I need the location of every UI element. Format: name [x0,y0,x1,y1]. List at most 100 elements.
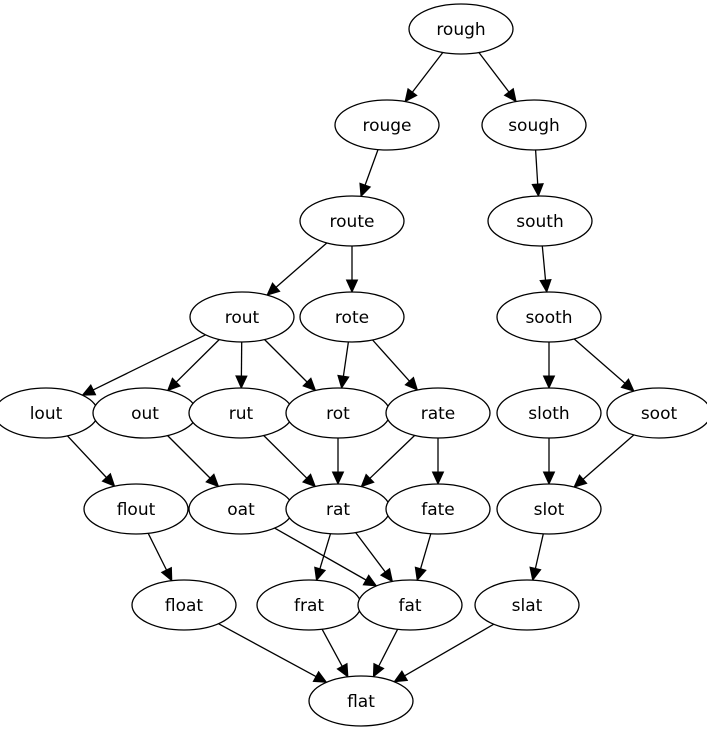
edge-line [378,629,399,667]
node-south: south [487,195,593,247]
edge-sloth-slot [542,438,556,486]
edge-flout-float [147,533,173,582]
edge-float-flat [218,623,328,683]
node-ellipse [481,99,587,151]
node-sooth: sooth [496,291,602,343]
edge-oat-fat [274,527,378,587]
node-label: fate [421,500,455,520]
edge-line [264,339,308,383]
edge-out-oat [167,435,220,488]
edge-slat-flat [393,623,495,683]
node-rough: rough [408,3,514,55]
node-label: rote [335,308,369,328]
node-label: rouge [362,116,411,136]
edge-line [218,623,317,678]
edge-line [263,435,308,479]
node-frat: frat [256,579,362,631]
node-ellipse [357,579,463,631]
node-ellipse [385,483,491,535]
node-flat: flat [308,675,414,727]
edge-rough-rouge [404,52,444,103]
edge-line [321,628,343,667]
node-label: frat [294,596,324,616]
edge-rut-rat [263,435,317,488]
edge-line [274,527,367,581]
node-ellipse [408,3,514,55]
node-out: out [92,387,198,439]
node-ellipse [299,291,405,343]
edge-sough-south [531,149,544,198]
node-ellipse [496,387,602,439]
node-label: rate [421,404,456,424]
node-ellipse [385,387,491,439]
node-label: rot [326,404,350,424]
node-label: rat [326,500,350,520]
node-route: route [299,195,405,247]
edge-rate-fate [431,438,445,486]
node-ellipse [299,195,405,247]
arrowhead [379,567,394,583]
arrowhead [529,566,542,582]
edge-rout-rot [264,339,317,392]
arrowhead [101,472,116,488]
arrowhead [336,662,349,678]
arrowhead [362,574,378,587]
node-ellipse [487,195,593,247]
edge-line [404,623,495,677]
arrowhead [372,662,385,678]
node-ellipse [496,483,602,535]
node-label: south [516,212,563,232]
edge-rot-rat [331,438,345,486]
node-rote: rote [299,291,405,343]
node-sloth: sloth [496,387,602,439]
edge-line [534,533,544,569]
arrowhead [345,279,359,294]
node-label: slat [512,596,543,616]
node-ellipse [83,483,189,535]
edge-route-rout [266,242,328,296]
edge-line [319,533,332,569]
edge-sooth-sloth [542,342,556,390]
edge-soot-slot [573,434,635,488]
node-label: rut [229,404,254,424]
node-rot: rot [285,387,391,439]
edge-rat-frat [314,533,332,582]
node-label: sloth [528,404,569,424]
arrowhead [166,377,182,392]
node-lout: lout [0,387,99,439]
node-ellipse [474,579,580,631]
arrowhead [301,473,317,488]
edge-rouge-route [359,149,379,198]
node-fat: fat [357,579,463,631]
node-soot: soot [606,387,707,439]
edge-line [582,434,635,480]
edge-line [342,341,350,377]
edge-line [411,52,444,93]
node-rout: rout [189,291,295,343]
arrowhead [620,378,635,392]
node-label: flat [347,692,375,712]
node-label: sough [508,116,560,136]
edge-fate-fat [414,533,432,582]
arrowhead [337,374,350,390]
node-label: sooth [525,308,572,328]
node-label: flout [117,500,156,520]
edge-line [92,334,206,391]
arrowhead [404,87,418,103]
node-rate: rate [385,387,491,439]
node-float: float [131,579,237,631]
node-rut: rut [188,387,294,439]
node-flout: flout [83,483,189,535]
arrowhead [539,279,552,294]
edge-rote-rate [372,339,419,391]
edge-rough-sough [478,52,517,103]
edge-lout-flout [66,435,116,488]
edge-line [275,242,328,288]
nodes-layer: rough rouge sough route south rout rote sooth lo… [0,3,707,727]
arrowhead [414,566,427,582]
arrowhead [205,473,220,488]
edge-line [573,338,626,384]
arrowhead [302,377,317,392]
edge-line [167,435,211,479]
arrowhead [331,471,345,486]
